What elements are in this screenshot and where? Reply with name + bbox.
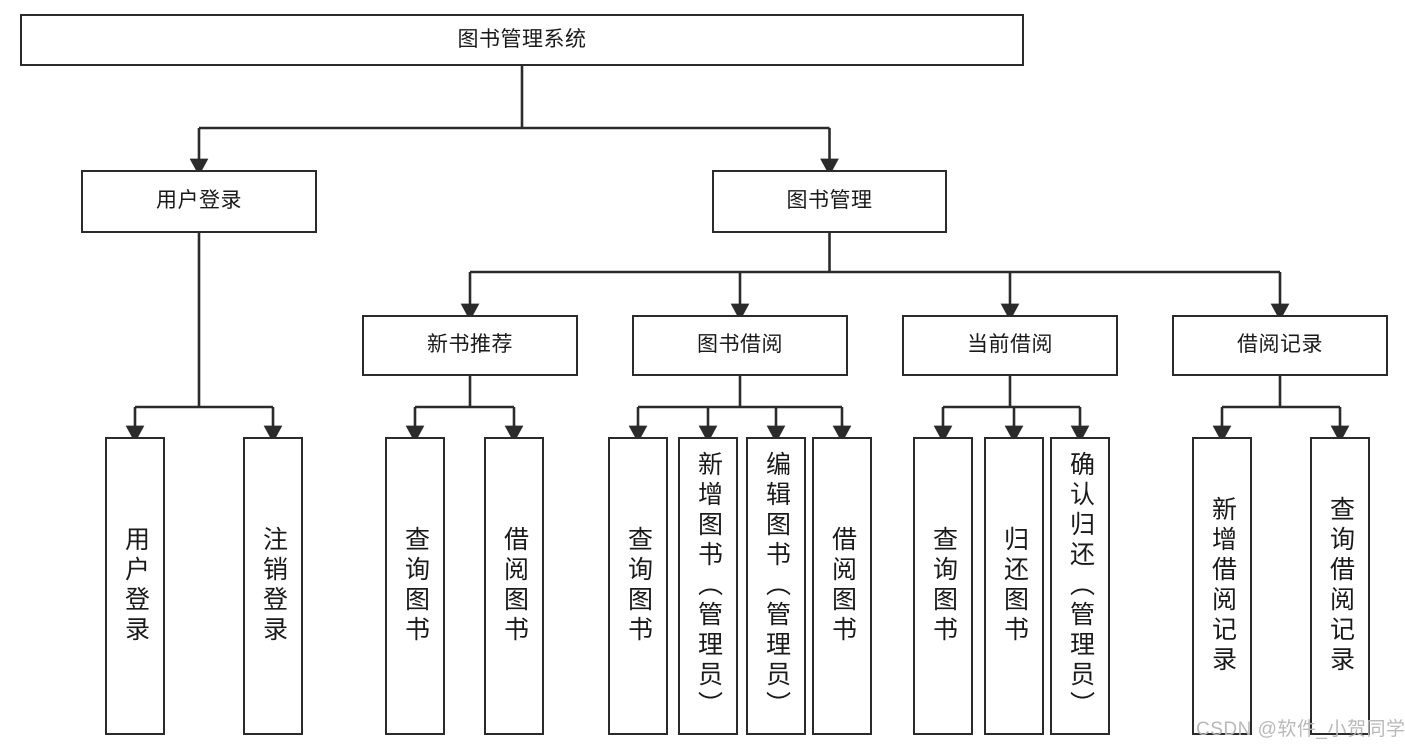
node-label-current-borrow: 当前借阅 [967, 333, 1053, 357]
node-leaf-bb-edit[interactable]: 编辑图书（管理员） [746, 437, 806, 735]
node-label-borrow-record: 借阅记录 [1237, 333, 1323, 357]
node-leaf-bb-borrow[interactable]: 借阅图书 [812, 437, 872, 735]
node-leaf-br-query[interactable]: 查询借阅记录 [1310, 437, 1370, 735]
watermark-csdn: CSDN @软件_小贺同学 [1196, 719, 1405, 740]
node-leaf-bb-query[interactable]: 查询图书 [608, 437, 668, 735]
node-book-manage[interactable]: 图书管理 [712, 170, 947, 233]
node-label-leaf-rec-query: 查询图书 [401, 526, 430, 646]
node-label-leaf-bb-add: 新增图书（管理员） [694, 451, 723, 721]
node-label-book-borrow: 图书借阅 [697, 333, 783, 357]
node-label-leaf-rec-borrow: 借阅图书 [500, 526, 529, 646]
node-label-leaf-cb-confirm: 确认归还（管理员） [1066, 451, 1095, 721]
node-label-user-login: 用户登录 [156, 189, 242, 213]
node-leaf-br-add[interactable]: 新增借阅记录 [1192, 437, 1252, 735]
node-label-leaf-bb-borrow: 借阅图书 [828, 526, 857, 646]
node-label-leaf-user-logout: 注销登录 [259, 526, 288, 646]
node-leaf-user-login[interactable]: 用户登录 [105, 437, 165, 735]
node-book-borrow[interactable]: 图书借阅 [632, 315, 848, 376]
node-root[interactable]: 图书管理系统 [20, 14, 1024, 66]
node-label-root: 图书管理系统 [457, 27, 587, 51]
node-label-leaf-bb-edit: 编辑图书（管理员） [762, 451, 791, 721]
node-leaf-user-logout[interactable]: 注销登录 [243, 437, 303, 735]
node-label-book-manage: 图书管理 [786, 189, 873, 213]
node-label-leaf-br-add: 新增借阅记录 [1208, 496, 1237, 676]
node-label-leaf-bb-query: 查询图书 [624, 526, 653, 646]
node-label-leaf-cb-query: 查询图书 [929, 526, 958, 646]
node-leaf-rec-borrow[interactable]: 借阅图书 [484, 437, 544, 735]
node-label-leaf-user-login: 用户登录 [121, 526, 150, 646]
node-leaf-cb-query[interactable]: 查询图书 [913, 437, 973, 735]
node-label-leaf-cb-return: 归还图书 [1000, 526, 1029, 646]
node-leaf-rec-query[interactable]: 查询图书 [385, 437, 445, 735]
node-leaf-bb-add[interactable]: 新增图书（管理员） [678, 437, 738, 735]
node-user-login[interactable]: 用户登录 [81, 170, 317, 233]
node-new-book-rec[interactable]: 新书推荐 [362, 315, 578, 376]
node-leaf-cb-confirm[interactable]: 确认归还（管理员） [1050, 437, 1110, 735]
node-current-borrow[interactable]: 当前借阅 [902, 315, 1118, 376]
node-label-leaf-br-query: 查询借阅记录 [1326, 496, 1355, 676]
node-borrow-record[interactable]: 借阅记录 [1172, 315, 1388, 376]
node-label-new-book-rec: 新书推荐 [427, 333, 513, 357]
node-leaf-cb-return[interactable]: 归还图书 [984, 437, 1044, 735]
